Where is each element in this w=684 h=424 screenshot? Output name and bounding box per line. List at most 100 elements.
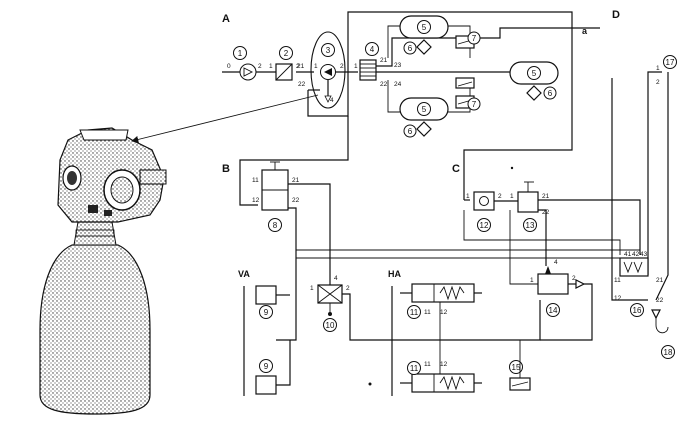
- svg-text:2: 2: [572, 275, 576, 282]
- svg-text:21: 21: [297, 63, 305, 70]
- valve-16: [619, 257, 649, 277]
- component-12-label: [477, 218, 491, 232]
- svg-text:7: 7: [472, 100, 477, 109]
- svg-text:6: 6: [408, 44, 413, 53]
- svg-text:14: 14: [549, 306, 558, 315]
- svg-text:2: 2: [498, 193, 502, 200]
- svg-text:1: 1: [656, 65, 660, 72]
- brake-cylinder-11-upper: [400, 283, 482, 303]
- svg-text:12: 12: [440, 361, 448, 368]
- svg-text:11: 11: [424, 361, 431, 368]
- section-label-b: B: [222, 163, 230, 175]
- highlight-ellipse: [310, 31, 346, 109]
- pump-symbol: [239, 63, 257, 81]
- component-17-label: [663, 55, 677, 69]
- svg-text:1: 1: [269, 63, 273, 70]
- svg-text:12: 12: [614, 295, 622, 302]
- svg-text:22: 22: [298, 81, 306, 88]
- distributor-4: [359, 59, 377, 81]
- svg-text:4: 4: [330, 97, 334, 104]
- actuator-9-lower: [255, 375, 277, 395]
- svg-text:0: 0: [227, 63, 231, 70]
- valve-13: [517, 191, 539, 213]
- svg-text:1: 1: [530, 277, 534, 284]
- actuator-9-upper: [255, 285, 277, 305]
- svg-text:2: 2: [284, 49, 289, 58]
- svg-text:1: 1: [466, 193, 470, 200]
- gas-bottle-illustration: [39, 127, 167, 415]
- svg-text:21: 21: [380, 57, 388, 64]
- svg-text:21: 21: [542, 193, 550, 200]
- exhaust-18: [651, 309, 661, 320]
- svg-text:5: 5: [422, 105, 427, 114]
- svg-text:9: 9: [264, 362, 269, 371]
- svg-text:11: 11: [614, 277, 621, 284]
- svg-text:12: 12: [480, 221, 489, 230]
- svg-text:11: 11: [410, 364, 419, 373]
- svg-text:18: 18: [664, 348, 673, 357]
- component-2-label: [279, 46, 293, 60]
- component-14-label: [546, 303, 560, 317]
- svg-text:8: 8: [273, 221, 278, 230]
- pressure-switch-main: [455, 77, 475, 89]
- svg-text:2: 2: [656, 79, 660, 86]
- svg-text:2: 2: [258, 63, 262, 70]
- svg-text:2: 2: [296, 63, 300, 70]
- svg-text:1: 1: [354, 63, 358, 70]
- svg-text:11: 11: [424, 309, 431, 316]
- section-label-c: C: [452, 163, 460, 175]
- component-3-label: [321, 43, 335, 57]
- brake-cylinder-11-lower: [400, 373, 482, 393]
- svg-text:13: 13: [526, 221, 535, 230]
- svg-text:22: 22: [292, 197, 300, 204]
- component-13-label: [523, 218, 537, 232]
- component-10-label: [323, 318, 337, 332]
- svg-text:12: 12: [252, 197, 260, 204]
- svg-text:4: 4: [554, 259, 558, 266]
- svg-text:16: 16: [633, 306, 642, 315]
- line-label-a: a: [582, 26, 588, 36]
- svg-text:6: 6: [408, 127, 413, 136]
- section-label-a: A: [222, 13, 230, 25]
- component-18-label: [661, 345, 675, 359]
- svg-text:43: 43: [640, 251, 648, 258]
- svg-text:41: 41: [624, 251, 632, 258]
- svg-text:6: 6: [548, 89, 553, 98]
- svg-text:42: 42: [632, 251, 640, 258]
- svg-text:11: 11: [252, 177, 259, 184]
- svg-text:10: 10: [326, 321, 335, 330]
- svg-text:12: 12: [440, 309, 448, 316]
- svg-text:24: 24: [394, 81, 402, 88]
- svg-text:2: 2: [346, 285, 350, 292]
- component-16-label: [630, 303, 644, 317]
- svg-text:15: 15: [512, 363, 521, 372]
- relay-valve-14: [537, 273, 569, 295]
- svg-text:1: 1: [314, 63, 318, 70]
- svg-text:1: 1: [310, 285, 314, 292]
- svg-text:22: 22: [656, 297, 664, 304]
- component-15-label: [509, 360, 523, 374]
- svg-text:5: 5: [532, 69, 537, 78]
- svg-text:3: 3: [326, 46, 331, 55]
- svg-text:21: 21: [292, 177, 300, 184]
- svg-text:11: 11: [410, 308, 419, 317]
- svg-text:4: 4: [370, 45, 375, 54]
- component-4-label: [365, 42, 379, 56]
- svg-text:23: 23: [394, 62, 402, 69]
- svg-text:5: 5: [422, 23, 427, 32]
- svg-text:2: 2: [340, 63, 344, 70]
- line-label-va: VA: [238, 269, 250, 279]
- svg-text:4: 4: [334, 275, 338, 282]
- svg-text:21: 21: [656, 277, 664, 284]
- svg-text:7: 7: [472, 34, 477, 43]
- section-label-d: D: [612, 9, 620, 21]
- component-8-label: [268, 218, 282, 232]
- line-label-ha: HA: [388, 269, 401, 279]
- svg-text:9: 9: [264, 308, 269, 317]
- component-1-number: 1: [238, 49, 243, 58]
- svg-text:22: 22: [380, 81, 388, 88]
- svg-text:17: 17: [666, 58, 675, 67]
- component-1-label: [233, 46, 247, 60]
